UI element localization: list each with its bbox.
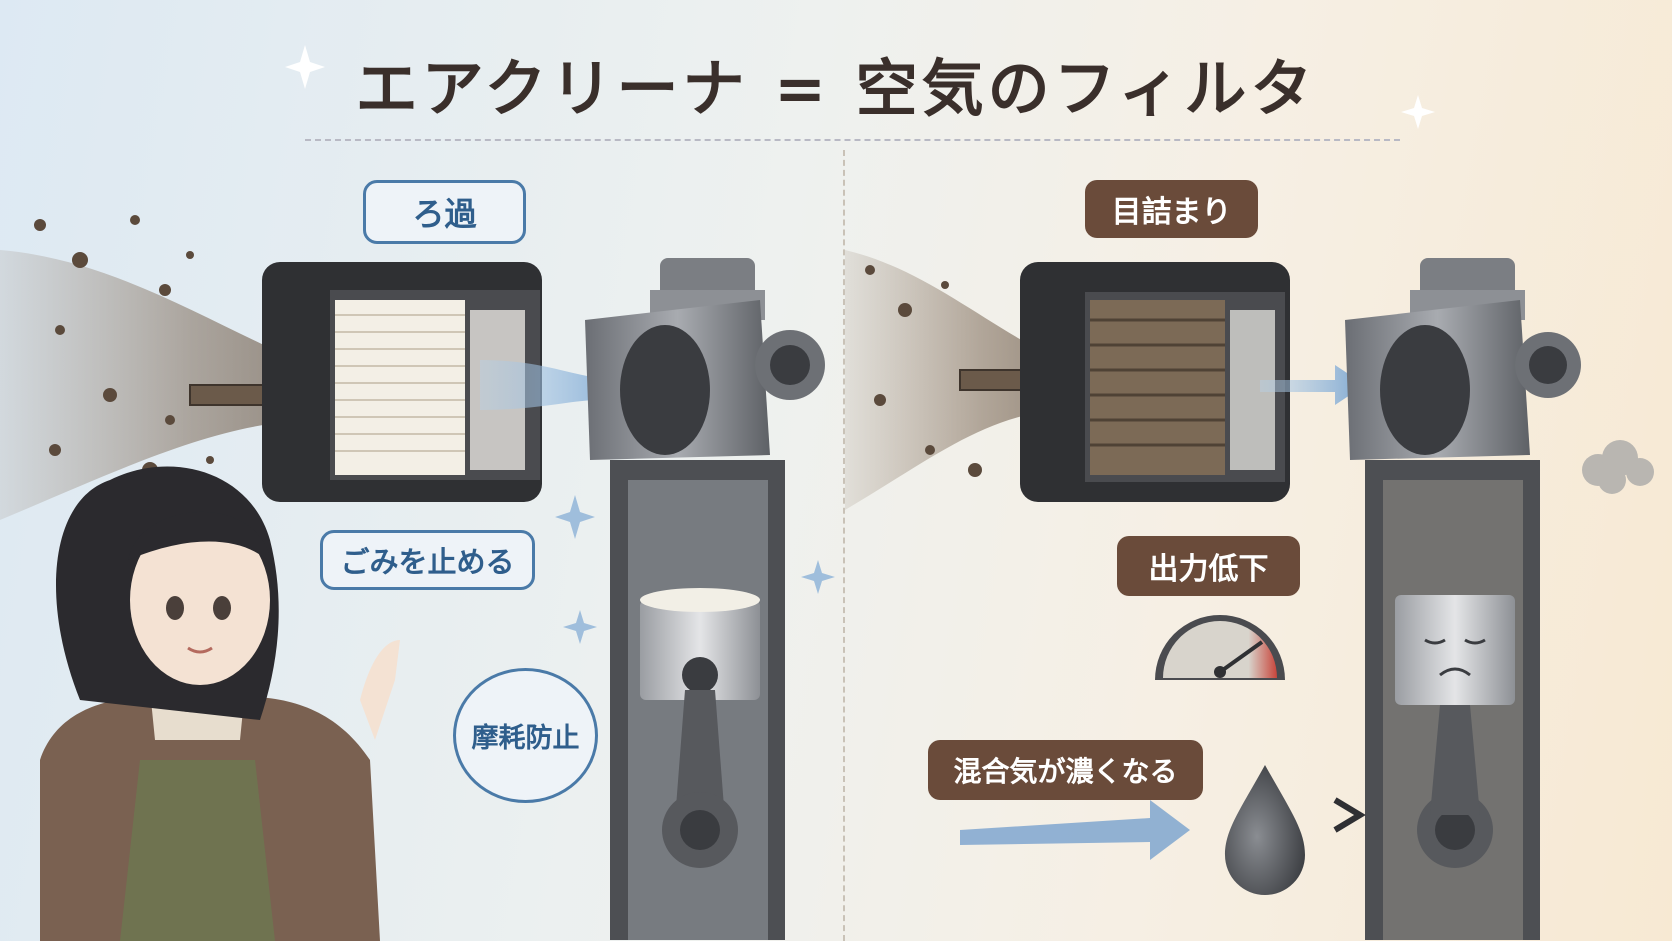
air-filter-clogged — [1020, 262, 1290, 502]
weak-air-arrow-icon — [1260, 365, 1365, 405]
page-title: エアクリーナ = 空気のフィルタ — [355, 52, 1317, 125]
sparkle-icon — [555, 495, 835, 644]
dust-stream-right — [845, 250, 1070, 510]
callout-wear-prevention: 摩耗防止 — [453, 668, 598, 803]
callout-rich-mixture: 混合気が濃くなる — [928, 740, 1203, 800]
smoke-puff-icon — [1582, 440, 1654, 494]
engine-cutaway-right — [1345, 258, 1581, 940]
sad-face-icon — [1424, 638, 1486, 677]
panel-divider — [843, 150, 845, 941]
greater-than-icon — [1333, 797, 1366, 833]
callout-power-drop: 出力低下 — [1117, 536, 1300, 596]
callout-filtration: ろ過 — [363, 180, 526, 244]
callout-block-dust: ごみを止める — [320, 530, 535, 590]
speedometer-icon — [1155, 615, 1285, 680]
sparkle-icon — [285, 45, 1435, 129]
mixture-arrow-icon — [960, 800, 1190, 860]
title-underline — [305, 139, 1400, 141]
air-filter-clean — [262, 262, 542, 502]
guide-character — [40, 466, 400, 941]
fuel-drop-icon — [1225, 765, 1305, 895]
engine-cutaway-left — [585, 258, 825, 940]
callout-clogging: 目詰まり — [1085, 180, 1258, 238]
